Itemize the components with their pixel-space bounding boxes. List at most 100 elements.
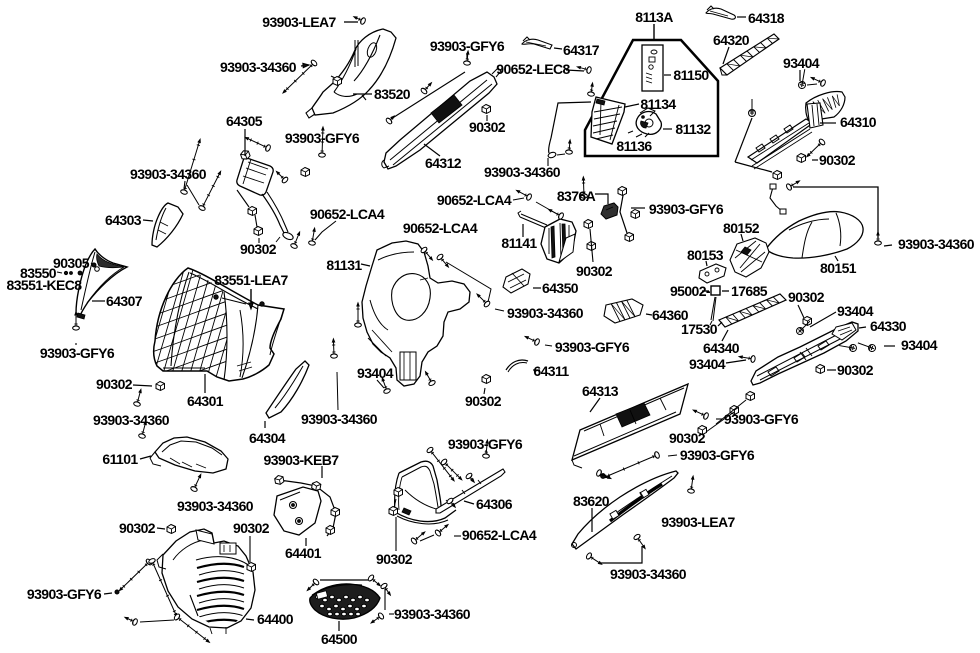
clip-icon	[772, 169, 782, 181]
clip-icon	[583, 218, 593, 230]
screw-icon	[381, 376, 391, 394]
arrowhead	[302, 62, 311, 69]
part-label-64350: 64350	[542, 280, 579, 296]
screw-icon	[380, 582, 392, 597]
part-label-93903-34360: 93903-34360	[484, 164, 561, 180]
part-stay-wire	[547, 81, 595, 166]
part-81132	[627, 107, 672, 138]
grommet-icon	[641, 115, 645, 119]
screw-icon	[436, 253, 450, 269]
part-64304	[264, 360, 310, 428]
part-64317	[521, 36, 563, 50]
screw-icon	[602, 451, 660, 479]
clip-icon	[388, 505, 398, 517]
part-label-93404: 93404	[837, 303, 874, 319]
part-64350	[502, 268, 541, 294]
clip-icon	[274, 475, 285, 485]
bolt-icon	[798, 69, 806, 89]
part-label-90302: 90302	[669, 430, 706, 446]
part-label-93903-GFY6: 93903-GFY6	[284, 130, 360, 146]
arrowhead	[248, 302, 254, 311]
part-label-93903-34360: 93903-34360	[394, 606, 471, 622]
screw-icon	[465, 472, 476, 484]
part-label-90302: 90302	[788, 289, 825, 305]
screw-icon	[133, 388, 142, 407]
clip-icon	[253, 225, 263, 237]
part-64305	[236, 129, 294, 243]
part-label-93903-34360: 93903-34360	[130, 166, 207, 182]
grommet-icon	[213, 294, 219, 300]
screw-icon	[420, 246, 434, 262]
part-label-93903-34360: 93903-34360	[898, 236, 975, 252]
screw-icon	[290, 230, 301, 249]
screw-icon	[369, 612, 385, 624]
bolt-icon	[748, 99, 756, 117]
part-80152	[729, 233, 770, 278]
part-label-93404: 93404	[689, 356, 726, 372]
part-label-83520: 83520	[374, 86, 411, 102]
part-label-93903-KEB7: 93903-KEB7	[263, 452, 340, 468]
part-label-81136: 81136	[616, 138, 652, 154]
part-label-80151: 80151	[820, 260, 857, 276]
screw-icon	[367, 574, 382, 587]
screw-icon	[580, 175, 588, 199]
part-label-90305: 90305	[53, 255, 90, 271]
clip-icon	[155, 380, 165, 392]
part-label-64360: 64360	[652, 307, 689, 323]
part-label-90302: 90302	[576, 263, 613, 279]
part-label-95002-: 95002-	[670, 283, 711, 299]
screw-icon	[420, 81, 433, 95]
screw-icon	[587, 81, 595, 97]
part-label-93404: 93404	[357, 365, 394, 381]
screw-icon	[576, 66, 592, 74]
clip-icon	[246, 561, 256, 573]
screw-icon	[118, 558, 153, 592]
clip-icon	[300, 166, 310, 178]
part-label-93903-34360: 93903-34360	[177, 498, 254, 514]
part-label-64318: 64318	[748, 10, 785, 26]
screw-icon	[410, 531, 426, 545]
screw-icon	[173, 613, 211, 644]
part-label-93404: 93404	[901, 337, 938, 353]
part-label-81150: 81150	[673, 67, 709, 83]
part-64303	[142, 202, 184, 248]
part-label-64500: 64500	[321, 631, 358, 647]
part-label-64310: 64310	[840, 114, 877, 130]
part-keb7-chain	[274, 466, 340, 537]
part-label-80152: 80152	[723, 220, 760, 236]
screw-icon	[138, 420, 147, 439]
part-label-17685: 17685	[731, 283, 768, 299]
screw-icon	[385, 115, 396, 125]
part-64306	[394, 460, 506, 525]
part-64330	[750, 321, 867, 386]
clip-icon	[796, 152, 806, 164]
screw-icon	[352, 16, 366, 25]
part-label-93903-GFY6: 93903-GFY6	[554, 339, 630, 355]
clip-icon	[630, 208, 640, 220]
clip-icon	[311, 481, 322, 492]
screw-icon	[354, 301, 362, 328]
fasteners	[56, 16, 895, 644]
grommet-icon	[77, 270, 83, 276]
part-label-61101: 61101	[102, 451, 138, 467]
screw-icon	[306, 578, 320, 592]
screw-icon	[180, 138, 201, 195]
part-64310	[734, 90, 846, 181]
part-label-64301: 64301	[187, 393, 224, 409]
part-64320	[719, 33, 780, 76]
screw-icon	[786, 180, 801, 191]
part-label-90652-LCA4: 90652-LCA4	[309, 206, 385, 222]
part-label-64304: 64304	[249, 430, 286, 446]
part-label-64305: 64305	[226, 113, 263, 129]
screw-icon	[515, 189, 532, 201]
part-label-83551-KEC8: 83551-KEC8	[6, 277, 83, 293]
clip-icon	[617, 185, 627, 197]
screw-icon	[318, 125, 326, 158]
grommet-icon	[291, 503, 295, 507]
part-label-90652-LCA4: 90652-LCA4	[436, 192, 512, 208]
clip-icon	[697, 424, 707, 436]
clip-icon	[330, 506, 340, 518]
part-label-81132: 81132	[675, 121, 711, 137]
